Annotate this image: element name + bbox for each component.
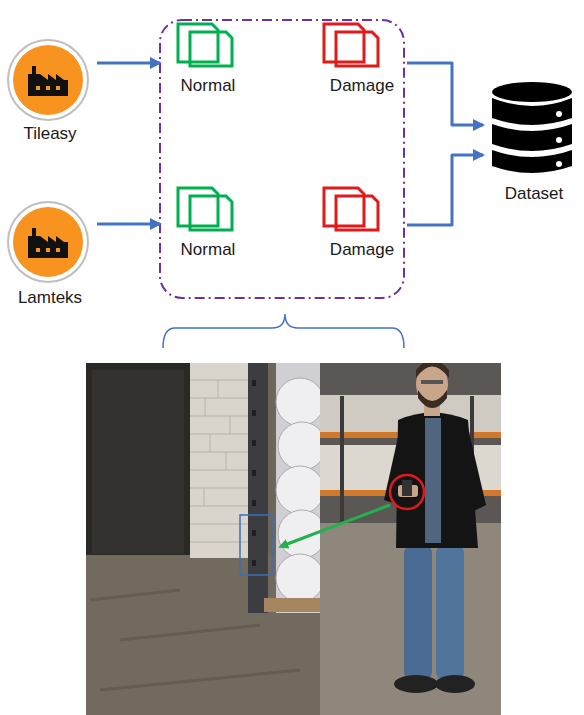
factory-node: Tileasy (4, 38, 96, 144)
database-icon (487, 80, 584, 178)
node-label: Damage (318, 240, 406, 260)
node-label: Lamteks (4, 288, 96, 308)
damage-sample: Damage (318, 22, 406, 96)
node-label: Dataset (484, 184, 584, 204)
flow-arrow (407, 63, 483, 125)
document-icon (176, 22, 255, 68)
flow-arrow (97, 223, 160, 226)
factory-icon (6, 200, 96, 284)
normal-sample: Normal (161, 22, 255, 96)
factory-node: Lamteks (4, 200, 96, 308)
brace (163, 314, 404, 348)
flow-arrow (407, 155, 483, 225)
document-icon (176, 186, 255, 232)
document-icon (322, 186, 406, 232)
group-outline (0, 0, 584, 360)
damage-sample: Damage (318, 186, 406, 260)
normal-sample: Normal (161, 186, 255, 260)
dataset-node: Dataset (484, 80, 584, 204)
document-icon (322, 22, 406, 68)
flow-arrow (97, 62, 160, 65)
factory-icon (6, 38, 96, 122)
node-label: Tileasy (4, 124, 96, 144)
node-label: Normal (161, 76, 255, 96)
node-label: Normal (161, 240, 255, 260)
node-label: Damage (318, 76, 406, 96)
